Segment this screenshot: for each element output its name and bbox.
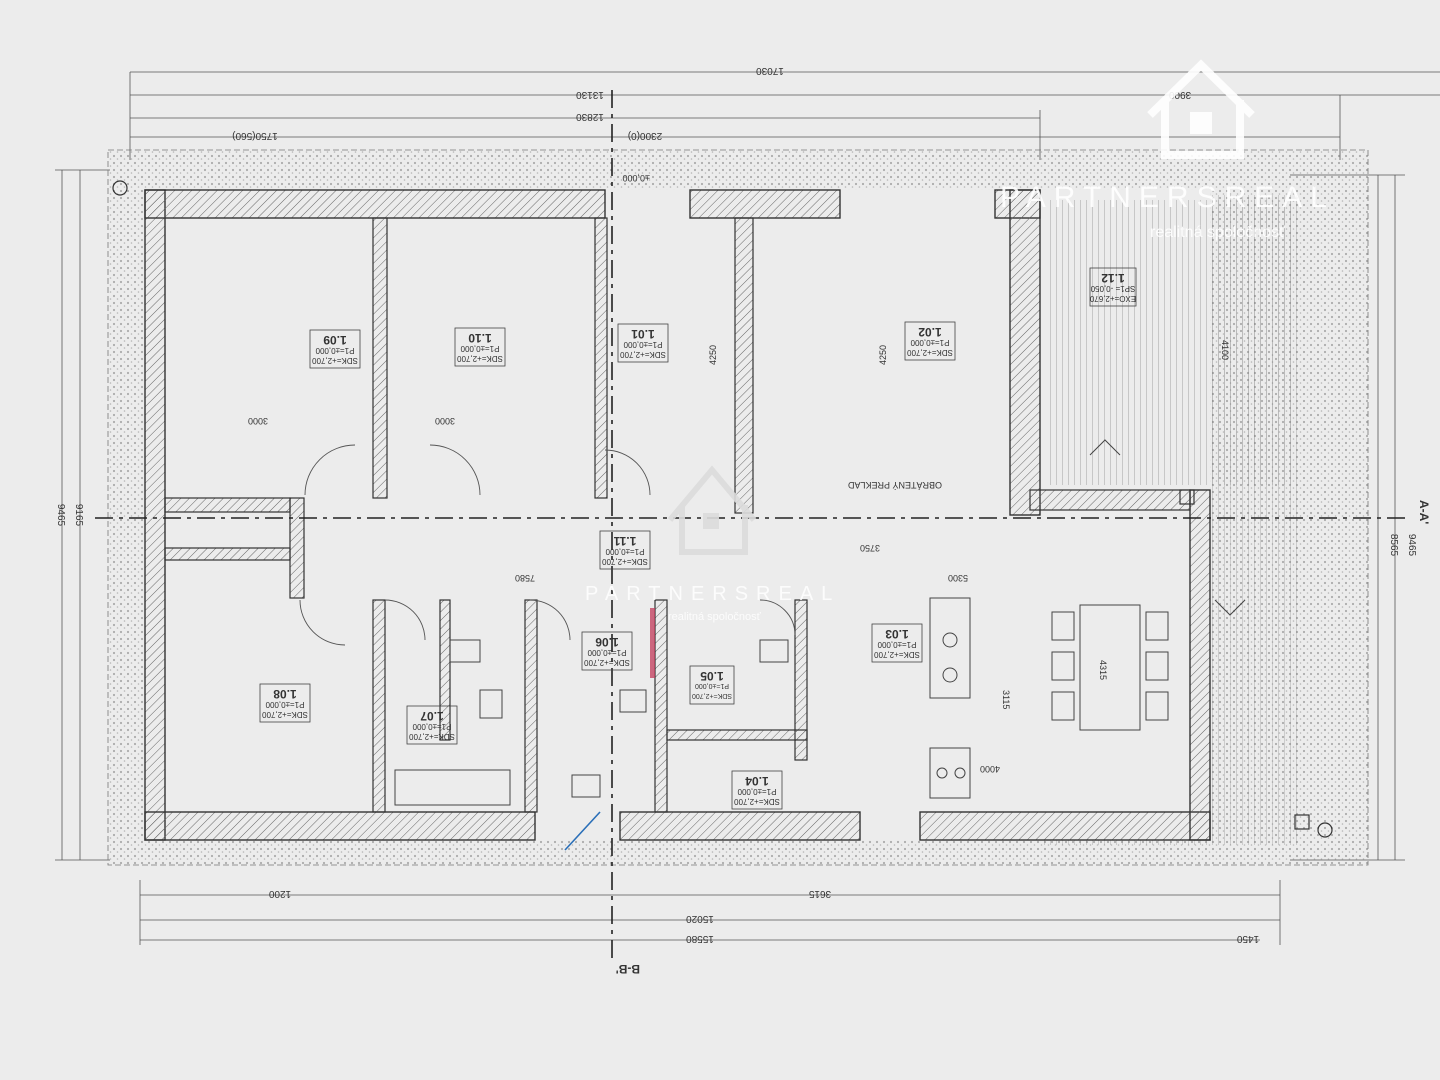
room-1-08-ceiling: SDK=+2,700 bbox=[262, 710, 308, 719]
room-1-10-level: P1=±0,000 bbox=[460, 344, 499, 353]
dim-left-b: 9165 bbox=[73, 504, 84, 527]
dim-width-a2: 3000 bbox=[435, 416, 455, 426]
room-1-06-ceiling: SDK=+2,700 bbox=[584, 658, 630, 667]
room-labels: 1.09 P1=±0,000 SDK=+2,700 1.10 P1=±0,000… bbox=[259, 267, 1137, 810]
section-a-label: A-A' bbox=[1417, 500, 1431, 524]
bottom-dimension-chains bbox=[139, 880, 1281, 945]
room-1-11-ceiling: SDK=+2,700 bbox=[602, 557, 648, 566]
utility-marker bbox=[650, 608, 655, 678]
watermark-tagline-top: realitná spoločnosť bbox=[1150, 224, 1286, 241]
dim-bottom-d: 1200 bbox=[268, 888, 291, 899]
dim-left-total: 9465 bbox=[55, 504, 66, 527]
watermark-tagline-center: realitná spoločnosť bbox=[668, 611, 762, 623]
room-1-11-id: 1.11 bbox=[613, 534, 636, 548]
watermark-brand-top: PARTNERSREAL bbox=[1000, 181, 1335, 214]
corner-markers bbox=[112, 180, 1333, 838]
room-1-12-ceiling: EXO=+2,670 bbox=[1089, 294, 1136, 303]
room-1-01-level: P1=±0,000 bbox=[623, 340, 662, 349]
room-1-09-ceiling: SDK=+2,700 bbox=[312, 356, 358, 365]
room-1-07-level: P1=±0,000 bbox=[412, 722, 451, 731]
dim-top-total: 17030 bbox=[756, 65, 784, 76]
room-1-11-level: P1=±0,000 bbox=[605, 547, 644, 556]
watermark-brand-center: PARTNERSREAL bbox=[585, 583, 840, 605]
dim-top-d: 2300(0) bbox=[628, 130, 662, 141]
room-1-04-id: 1.04 bbox=[745, 774, 769, 788]
interior-dimensions: 4250 4250 4100 3000 3000 7580 5300 3750 … bbox=[248, 173, 1230, 774]
dim-height-c: 4100 bbox=[1220, 340, 1230, 360]
room-1-04-level: P1=±0,000 bbox=[737, 787, 776, 796]
room-1-03-level: P1=±0,000 bbox=[877, 640, 916, 649]
beam-note: OBRÁTENÝ PREKLAD bbox=[847, 480, 942, 490]
room-1-06-level: P1=±0,000 bbox=[587, 648, 626, 657]
dim-width-d: 3750 bbox=[860, 543, 880, 553]
room-1-08-level: P1=±0,000 bbox=[265, 700, 304, 709]
room-1-09-level: P1=±0,000 bbox=[315, 346, 354, 355]
terrace-interior bbox=[1045, 200, 1295, 485]
section-b-label: B-B' bbox=[616, 962, 640, 976]
room-1-04-ceiling: SDK=+2,700 bbox=[734, 797, 780, 806]
room-1-03-ceiling: SDK=+2,700 bbox=[874, 650, 920, 659]
room-1-10-id: 1.10 bbox=[468, 331, 492, 345]
room-1-12-id: 1.12 bbox=[1101, 271, 1125, 285]
room-1-02-id: 1.02 bbox=[918, 325, 942, 339]
room-1-08-id: 1.08 bbox=[273, 687, 297, 701]
room-1-05-ceiling: SDK=+2,700 bbox=[692, 692, 732, 699]
dim-bottom-e: 1450 bbox=[1236, 933, 1259, 944]
dim-right-b: 8565 bbox=[1388, 534, 1399, 557]
room-1-07-ceiling: SDK=+2,700 bbox=[409, 732, 455, 741]
dim-bottom-c: 3615 bbox=[808, 888, 831, 899]
entry-level: ±0,000 bbox=[623, 173, 650, 183]
room-1-12-level: SP1= -0,050 bbox=[1090, 284, 1135, 293]
door-swings bbox=[299, 444, 796, 646]
room-1-06-id: 1.06 bbox=[595, 635, 619, 649]
top-dimension-chains bbox=[129, 71, 1440, 160]
room-1-01-id: 1.01 bbox=[631, 327, 655, 341]
dining-table bbox=[1051, 604, 1169, 731]
room-1-03-id: 1.03 bbox=[885, 627, 909, 641]
dim-width-c: 5300 bbox=[948, 573, 968, 583]
dim-width-e: 4000 bbox=[980, 764, 1000, 774]
dim-width-a: 3000 bbox=[248, 416, 268, 426]
room-1-01-ceiling: SDK=+2,700 bbox=[620, 350, 666, 359]
room-1-05-id: 1.05 bbox=[700, 669, 724, 683]
dim-top-c: 3900 bbox=[1168, 89, 1191, 100]
dim-height-a: 4250 bbox=[708, 345, 718, 365]
room-1-10-ceiling: SDK=+2,700 bbox=[457, 354, 503, 363]
gravel-strip-outline bbox=[107, 149, 1369, 866]
dim-right-total: 9465 bbox=[1406, 534, 1417, 557]
kitchen-island bbox=[929, 597, 971, 799]
room-1-09-id: 1.09 bbox=[323, 333, 347, 347]
room-1-02-ceiling: SDK=+2,700 bbox=[907, 348, 953, 357]
left-dimension-chains bbox=[55, 169, 110, 861]
room-1-07-id: 1.07 bbox=[420, 709, 444, 723]
dim-top-a: 13130 bbox=[576, 89, 604, 100]
interior-walls bbox=[164, 217, 1191, 813]
room-1-02-level: P1=±0,000 bbox=[910, 338, 949, 347]
dim-bottom-b: 15580 bbox=[686, 933, 714, 944]
dim-width-b: 7580 bbox=[515, 573, 535, 583]
exterior-walls bbox=[144, 189, 1211, 841]
dim-height-b: 4250 bbox=[878, 345, 888, 365]
watermark-logo-center bbox=[667, 465, 757, 555]
dim-height-e: 3115 bbox=[1001, 690, 1011, 709]
dim-top-e: 1750(560) bbox=[232, 130, 278, 141]
dim-bottom-a: 15020 bbox=[686, 913, 714, 924]
watermark-logo-top bbox=[1147, 59, 1255, 159]
utility-pipe bbox=[564, 811, 601, 851]
dim-height-d: 4315 bbox=[1098, 660, 1108, 680]
terrace-level-arrows bbox=[1089, 439, 1246, 616]
dim-top-b: 12830 bbox=[576, 111, 604, 122]
room-1-05-level: P1=±0,000 bbox=[695, 682, 729, 689]
bathroom-fixtures bbox=[394, 639, 789, 806]
